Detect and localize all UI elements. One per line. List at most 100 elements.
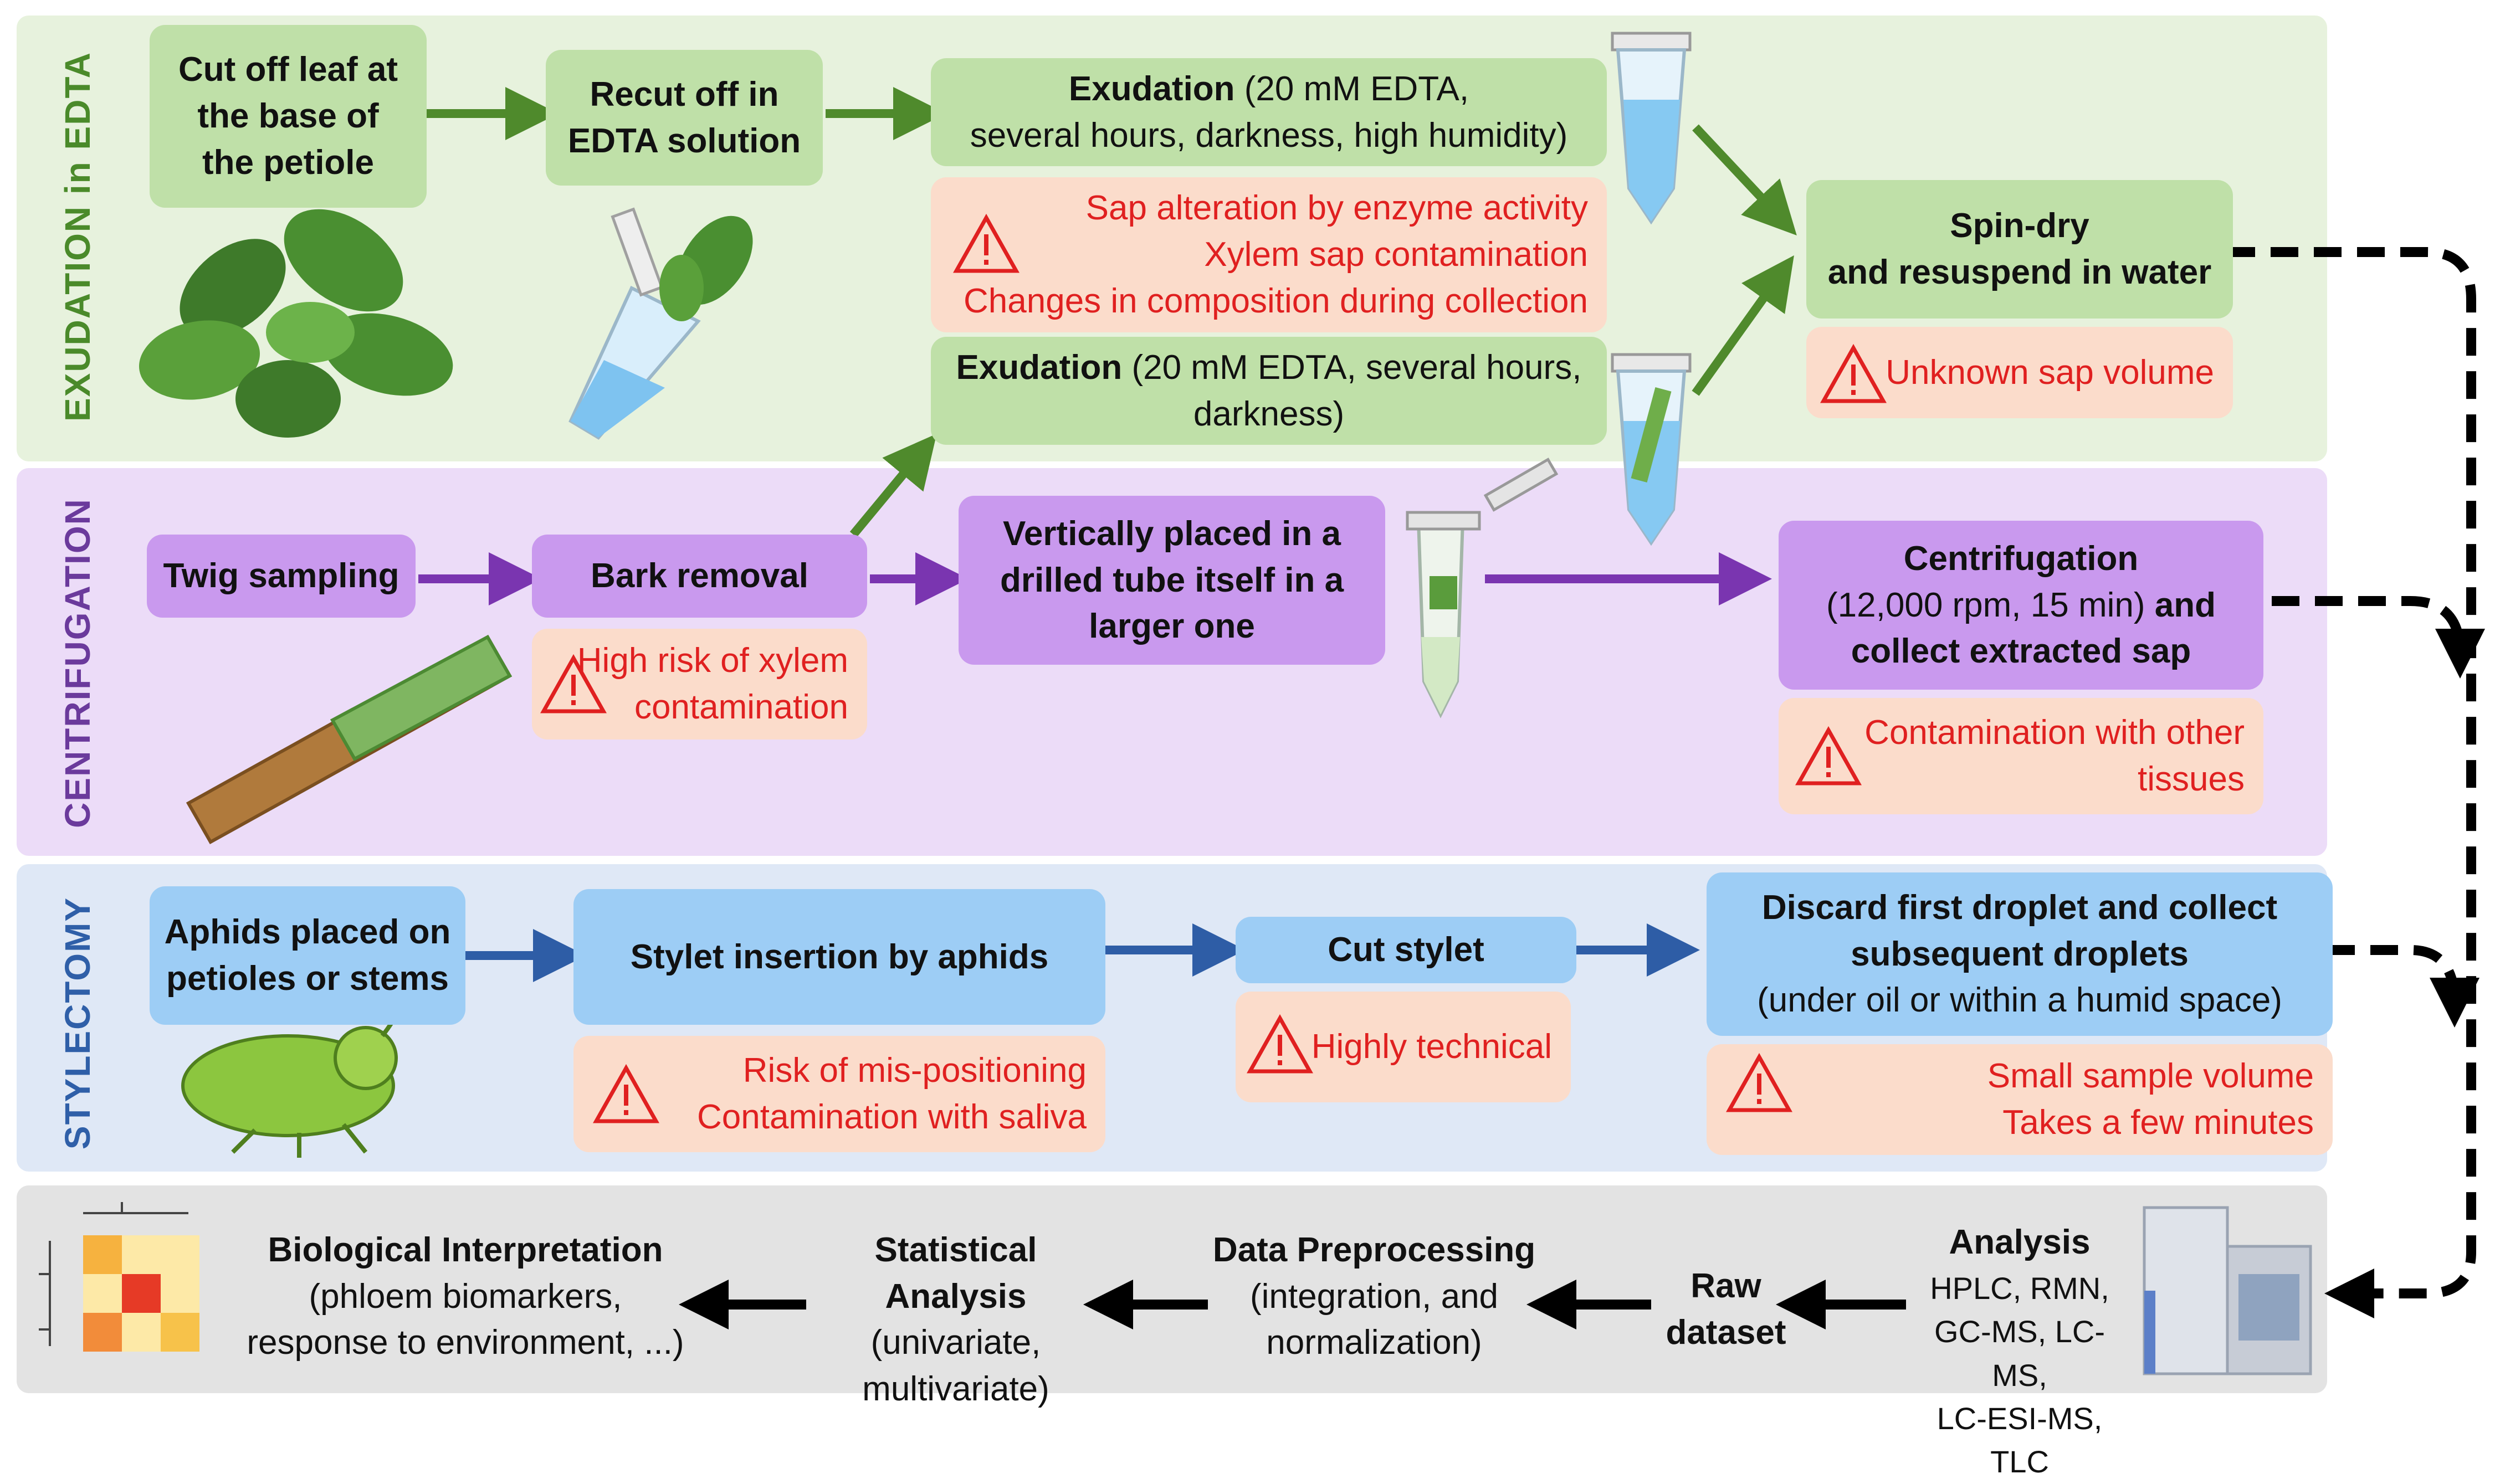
warning-icon — [593, 1064, 659, 1124]
bark-removal-warning-1: High risk of xylem — [577, 641, 848, 680]
recut-line-1: Recut off in — [590, 75, 779, 114]
data-preprocessing: Data Preprocessing (integration, and nor… — [1208, 1227, 1540, 1366]
exudation-2-line-2: darkness) — [1193, 394, 1345, 433]
spin-dry-line-2: and resuspend in water — [1827, 253, 2212, 291]
cut-stylet-warning: Highly technical — [1236, 992, 1571, 1102]
centrifugation-warning-2: tissues — [2138, 760, 2245, 798]
cut-stylet-text: Cut stylet — [1328, 931, 1484, 969]
stylet-insertion-text: Stylet insertion by aphids — [630, 937, 1049, 976]
cut-leaf-line-3: the petiole — [202, 143, 375, 182]
exudation-2-title: Exudation — [956, 348, 1123, 387]
analysis-methods-2: GC-MS, LC-MS, — [1934, 1314, 2105, 1393]
centrifugation-box: Centrifugation (12,000 rpm, 15 min) and … — [1779, 521, 2263, 690]
discard-droplet-warning: Small sample volume Takes a few minutes — [1707, 1044, 2333, 1155]
heatmap-icon — [39, 1202, 199, 1352]
data-preprocessing-title: Data Preprocessing — [1212, 1231, 1536, 1269]
bark-removal-warning: High risk of xylem contamination — [532, 629, 867, 740]
recut-line-2: EDTA solution — [567, 121, 801, 160]
biological-interpretation-sub-1: (phloem biomarkers, — [309, 1277, 622, 1316]
warning-icon — [540, 654, 607, 715]
cut-stylet-box: Cut stylet — [1236, 917, 1576, 983]
biological-interpretation: Biological Interpretation (phloem biomar… — [222, 1227, 709, 1366]
exudation-1-box: Exudation (20 mM EDTA, several hours, da… — [931, 58, 1607, 166]
vertically-placed-box: Vertically placed in a drilled tube itse… — [959, 496, 1385, 665]
instrument-icon — [2143, 1206, 2312, 1375]
collection-tube-with-leaf-icon — [1611, 353, 1692, 546]
raw-dataset: Raw dataset — [1657, 1263, 1795, 1355]
stylet-insertion-warning: Risk of mis-positioning Contamination wi… — [573, 1036, 1105, 1152]
spin-dry-warning-text: Unknown sap volume — [1886, 353, 2214, 392]
centrifugation-warning-1: Contamination with other — [1864, 713, 2245, 752]
bark-removal-warning-2: contamination — [634, 688, 848, 726]
centrifuge-tube-icon — [1406, 458, 1559, 718]
discard-droplet-warning-2: Takes a few minutes — [2002, 1103, 2314, 1142]
statistical-analysis-sub-2: multivariate) — [862, 1370, 1049, 1409]
twig-icon — [186, 634, 513, 845]
analysis-methods-1: HPLC, RMN, — [1930, 1270, 2109, 1306]
data-preprocessing-sub-2: normalization) — [1266, 1323, 1482, 1362]
exudation-1-conditions: (20 mM EDTA, — [1234, 69, 1469, 108]
discard-droplet-warning-1: Small sample volume — [1987, 1057, 2314, 1096]
stylet-insertion-box: Stylet insertion by aphids — [573, 889, 1105, 1025]
warning-icon — [1247, 1014, 1313, 1075]
cut-leaf-line-1: Cut off leaf at — [178, 50, 398, 89]
raw-dataset-line-2: dataset — [1666, 1313, 1786, 1352]
centrifugation-and: and — [2145, 586, 2216, 624]
twig-sampling-text: Twig sampling — [163, 557, 399, 595]
statistical-analysis-sub-1: (univariate, — [870, 1323, 1041, 1362]
aphids-placed-box: Aphids placed on petioles or stems — [150, 886, 465, 1025]
exudation-1-warning-3: Changes in composition during collection — [964, 281, 1588, 320]
exudation-1-title: Exudation — [1068, 69, 1235, 108]
aphids-placed-line-2: petioles or stems — [166, 959, 449, 998]
exudation-1-warning: Sap alteration by enzyme activity Xylem … — [931, 177, 1607, 332]
biological-interpretation-title: Biological Interpretation — [268, 1231, 663, 1269]
aphids-placed-line-1: Aphids placed on — [164, 913, 451, 952]
recut-box: Recut off in EDTA solution — [546, 50, 823, 186]
centrifugation-title: Centrifugation — [1903, 539, 2139, 578]
analysis-methods: Analysis HPLC, RMN, GC-MS, LC-MS, LC-ESI… — [1909, 1219, 2130, 1484]
exudation-1-warning-2: Xylem sap contamination — [1204, 235, 1588, 274]
cut-stylet-warning-text: Highly technical — [1311, 1028, 1552, 1066]
discard-droplet-box: Discard first droplet and collect subseq… — [1707, 872, 2333, 1036]
discard-droplet-line-1: Discard first droplet and collect — [1761, 888, 2278, 927]
discard-droplet-sub: (under oil or within a humid space) — [1757, 981, 2282, 1020]
tube-with-leaf-icon — [568, 207, 753, 440]
spin-dry-box: Spin-dry and resuspend in water — [1806, 180, 2233, 319]
leaf-rosette-icon — [139, 209, 453, 438]
vertically-placed-line-3: larger one — [1089, 607, 1255, 646]
aphid-icon — [181, 951, 409, 1158]
vertically-placed-line-1: Vertically placed in a — [1003, 514, 1341, 553]
warning-icon — [1820, 343, 1887, 404]
bark-removal-box: Bark removal — [532, 535, 867, 618]
warning-icon — [1726, 1052, 1792, 1113]
exudation-1-warning-1: Sap alteration by enzyme activity — [1085, 189, 1588, 228]
exudation-2-conditions: (20 mM EDTA, several hours, — [1122, 348, 1582, 387]
raw-dataset-line-1: Raw — [1690, 1267, 1761, 1305]
cut-leaf-line-2: the base of — [197, 97, 379, 136]
analysis-methods-3: LC-ESI-MS, TLC — [1937, 1400, 2103, 1480]
biological-interpretation-sub-2: response to environment, ...) — [247, 1323, 684, 1362]
data-preprocessing-sub-1: (integration, and — [1249, 1277, 1499, 1316]
bark-removal-text: Bark removal — [591, 557, 808, 595]
stylet-insertion-warning-2: Contamination with saliva — [696, 1098, 1087, 1136]
exudation-2-box: Exudation (20 mM EDTA, several hours, da… — [931, 337, 1607, 445]
spin-dry-line-1: Spin-dry — [1950, 207, 2089, 245]
stylet-insertion-warning-1: Risk of mis-positioning — [742, 1051, 1087, 1090]
exudation-1-line-2: several hours, darkness, high humidity) — [970, 116, 1568, 155]
flow-arrows — [418, 87, 2485, 1329]
vertically-placed-line-2: drilled tube itself in a — [1000, 561, 1344, 599]
statistical-analysis-title: Statistical Analysis — [874, 1231, 1037, 1316]
centrifugation-warning: Contamination with other tissues — [1779, 698, 2263, 814]
analysis-title: Analysis — [1949, 1223, 2091, 1261]
centrifugation-line-3: collect extracted sap — [1851, 632, 2191, 671]
discard-droplet-line-2: subsequent droplets — [1851, 934, 2189, 973]
twig-sampling-box: Twig sampling — [147, 535, 416, 618]
warning-icon — [953, 213, 1020, 274]
collection-tube-icon — [1611, 32, 1692, 225]
analysis-band — [17, 1185, 2327, 1393]
illustrations — [39, 32, 2312, 1375]
cut-leaf-box: Cut off leaf at the base of the petiole — [150, 25, 427, 208]
centrifugation-conditions: (12,000 rpm, 15 min) — [1826, 586, 2145, 624]
statistical-analysis: Statistical Analysis (univariate, multiv… — [803, 1227, 1108, 1413]
warning-icon — [1795, 726, 1862, 787]
